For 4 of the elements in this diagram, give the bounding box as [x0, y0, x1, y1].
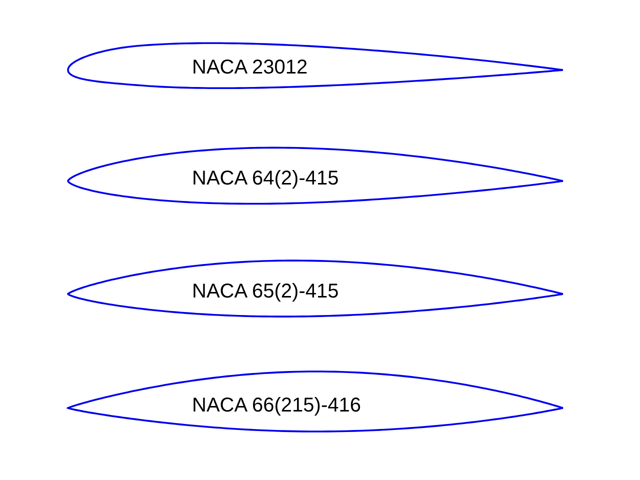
airfoil-label: NACA 23012 — [192, 56, 308, 80]
airfoil-label: NACA 65(2)-415 — [192, 280, 339, 304]
airfoil-label: NACA 64(2)-415 — [192, 168, 339, 190]
airfoil-label: NACA 66(215)-416 — [192, 394, 361, 418]
